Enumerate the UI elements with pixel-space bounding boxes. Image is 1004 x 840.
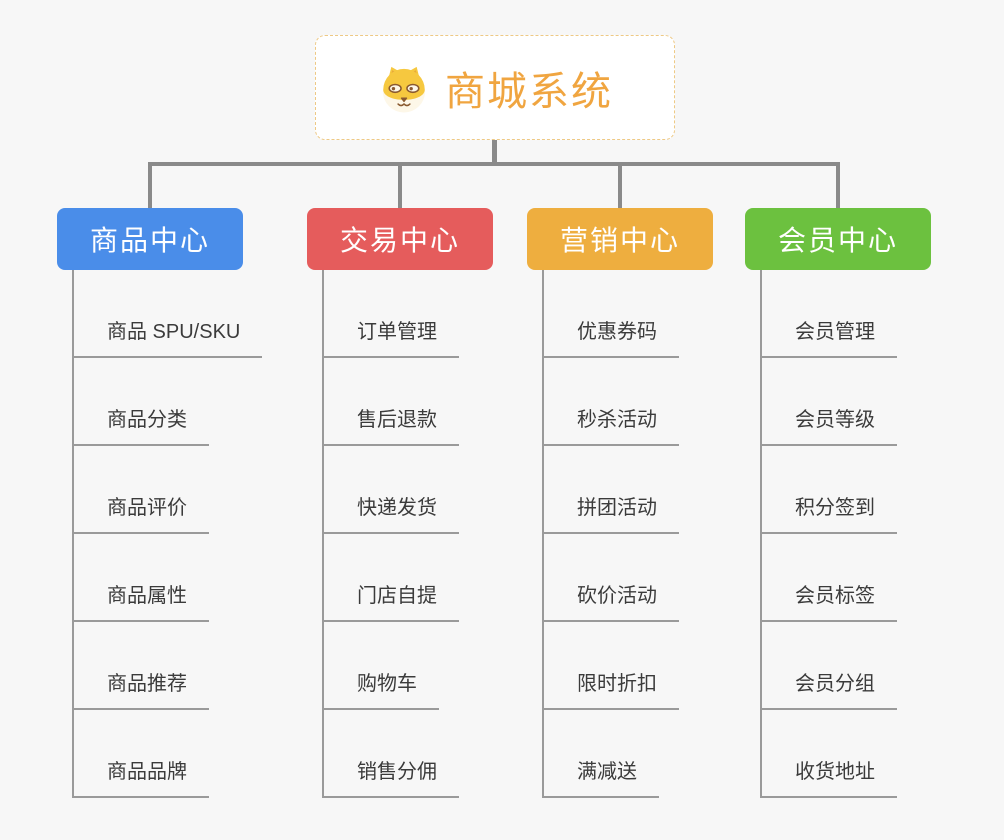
leaf-node: 积分签到 (760, 446, 897, 534)
leaf-node: 收货地址 (760, 710, 897, 798)
leaf-node: 商品分类 (72, 358, 262, 446)
connector-trunk-branch-0 (72, 270, 74, 798)
leaf-node: 会员分组 (760, 622, 897, 710)
leaf-node: 售后退款 (322, 358, 459, 446)
leaf-node: 拼团活动 (542, 446, 679, 534)
leaf-node: 会员等级 (760, 358, 897, 446)
leaf-node: 会员标签 (760, 534, 897, 622)
leaf-node-label[interactable]: 拼团活动 (542, 497, 679, 534)
leaf-node: 商品推荐 (72, 622, 262, 710)
connector-drop-branch-0 (148, 162, 152, 208)
leaf-node-label[interactable]: 会员标签 (760, 585, 897, 622)
leaf-node: 快递发货 (322, 446, 459, 534)
leaf-node-label[interactable]: 商品属性 (72, 585, 209, 622)
connector-trunk-branch-1 (322, 270, 324, 798)
leaf-node-label[interactable]: 购物车 (322, 673, 439, 710)
leaf-node-label[interactable]: 门店自提 (322, 585, 459, 622)
leaf-node-label[interactable]: 满减送 (542, 761, 659, 798)
leaf-node-label[interactable]: 商品品牌 (72, 761, 209, 798)
leaf-node-label[interactable]: 商品 SPU/SKU (72, 321, 263, 358)
leaf-node-label[interactable]: 商品推荐 (72, 673, 209, 710)
leaf-node-label[interactable]: 商品分类 (72, 409, 209, 446)
leaf-node-label[interactable]: 会员分组 (760, 673, 897, 710)
leaf-column-1: 订单管理售后退款快递发货门店自提购物车销售分佣 (322, 270, 459, 798)
leaf-node-label[interactable]: 销售分佣 (322, 761, 459, 798)
leaf-node-label[interactable]: 商品评价 (72, 497, 209, 534)
leaf-node: 限时折扣 (542, 622, 679, 710)
leaf-node: 满减送 (542, 710, 679, 798)
connector-trunk-branch-3 (760, 270, 762, 798)
branch-node-2[interactable]: 营销中心 (527, 208, 713, 270)
branch-node-1[interactable]: 交易中心 (307, 208, 493, 270)
root-title: 商城系统 (445, 69, 613, 114)
leaf-node: 优惠券码 (542, 270, 679, 358)
leaf-node: 购物车 (322, 622, 459, 710)
leaf-node-label[interactable]: 限时折扣 (542, 673, 679, 710)
connector-drop-branch-2 (618, 162, 622, 208)
leaf-node: 会员管理 (760, 270, 897, 358)
leaf-node-label[interactable]: 快递发货 (322, 497, 459, 534)
leaf-node-label[interactable]: 优惠券码 (542, 321, 679, 358)
leaf-node-label[interactable]: 会员等级 (760, 409, 897, 446)
leaf-node-label[interactable]: 收货地址 (760, 761, 897, 798)
connector-drop-branch-1 (398, 162, 402, 208)
leaf-node: 销售分佣 (322, 710, 459, 798)
leaf-node: 门店自提 (322, 534, 459, 622)
leaf-node: 秒杀活动 (542, 358, 679, 446)
leaf-node-label[interactable]: 砍价活动 (542, 585, 679, 622)
leaf-node: 商品 SPU/SKU (72, 270, 263, 358)
leaf-node: 订单管理 (322, 270, 459, 358)
leaf-node: 商品评价 (72, 446, 262, 534)
leaf-column-2: 优惠券码秒杀活动拼团活动砍价活动限时折扣满减送 (542, 270, 679, 798)
leaf-node: 商品属性 (72, 534, 262, 622)
leaf-node-label[interactable]: 秒杀活动 (542, 409, 679, 446)
leaf-node: 砍价活动 (542, 534, 679, 622)
leaf-node-label[interactable]: 会员管理 (760, 321, 897, 358)
connector-trunk-branch-2 (542, 270, 544, 798)
connector-bus-horizontal (148, 162, 840, 166)
leaf-node-label[interactable]: 售后退款 (322, 409, 459, 446)
leaf-node-label[interactable]: 订单管理 (322, 321, 459, 358)
leaf-node-label[interactable]: 积分签到 (760, 497, 897, 534)
leaf-node: 商品品牌 (72, 710, 262, 798)
connector-drop-branch-3 (836, 162, 840, 208)
branch-node-0[interactable]: 商品中心 (57, 208, 243, 270)
leaf-column-0: 商品 SPU/SKU 商品分类商品评价商品属性商品推荐商品品牌 (72, 270, 263, 798)
connector-root-vertical (492, 140, 497, 166)
branch-node-3[interactable]: 会员中心 (745, 208, 931, 270)
leaf-column-3: 会员管理会员等级积分签到会员标签会员分组收货地址 (760, 270, 897, 798)
dog-face-icon (382, 66, 426, 112)
root-node-mall-system[interactable]: 商城系统 (315, 35, 675, 140)
